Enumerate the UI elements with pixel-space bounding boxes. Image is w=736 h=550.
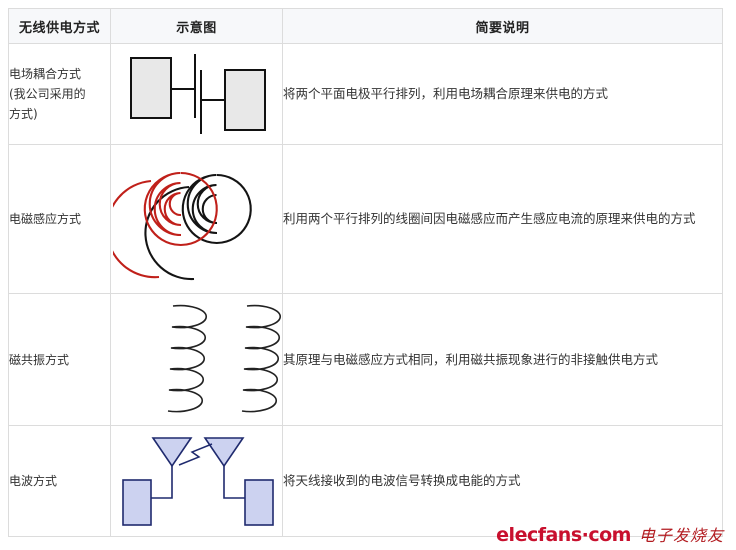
column-header-description: 简要说明 (282, 8, 723, 44)
table-row: 磁共振方式 其原理与电磁感应方式相同，利用磁共振现象进行的非接触供电方式 (8, 293, 723, 426)
table-row: 电波方式 将天线接收到的电波信号转换成电能的方式 (8, 425, 723, 537)
description-radio-wave: 将天线接收到的电波信号转换成电能的方式 (282, 425, 723, 537)
column-header-method: 无线供电方式 (8, 8, 111, 44)
method-name-electromagnetic-induction: 电磁感应方式 (8, 144, 111, 294)
radio-wave-antenna-diagram (110, 425, 283, 537)
description-magnetic-resonance: 其原理与电磁感应方式相同，利用磁共振现象进行的非接触供电方式 (282, 293, 723, 426)
electromagnetic-induction-spiral-coils-diagram (110, 144, 283, 294)
method-name-electric-field-coupling: 电场耦合方式 (我公司采用的 方式) (8, 43, 111, 145)
description-electric-field-coupling: 将两个平面电极平行排列，利用电场耦合原理来供电的方式 (282, 43, 723, 145)
method-label-line: (我公司采用的 (9, 87, 86, 101)
method-label-line: 磁共振方式 (9, 352, 70, 367)
method-label-line: 电场耦合方式 (9, 67, 82, 81)
electric-field-coupling-diagram (110, 43, 283, 145)
table-row: 电磁感应方式 利用两个平行排列的线圈间因电磁感应而产生感应电流的原理来供电的方式 (8, 144, 723, 294)
magnetic-resonance-helical-coils-diagram (110, 293, 283, 426)
wireless-power-methods-table: 无线供电方式 示意图 简要说明 电场耦合方式 (我公司采用的 方式) (8, 8, 723, 537)
method-name-magnetic-resonance: 磁共振方式 (8, 293, 111, 426)
method-name-radio-wave: 电波方式 (8, 425, 111, 537)
description-electromagnetic-induction: 利用两个平行排列的线圈间因电磁感应而产生感应电流的原理来供电的方式 (282, 144, 723, 294)
method-label-line: 电波方式 (9, 474, 58, 488)
table-row: 电场耦合方式 (我公司采用的 方式) 将两个平面电极平行排列，利用电场耦合原理来… (8, 43, 723, 145)
method-label-line: 电磁感应方式 (9, 212, 82, 226)
method-label-line: 方式) (9, 107, 38, 121)
column-header-diagram: 示意图 (110, 8, 283, 44)
table-header-row: 无线供电方式 示意图 简要说明 (8, 8, 723, 44)
